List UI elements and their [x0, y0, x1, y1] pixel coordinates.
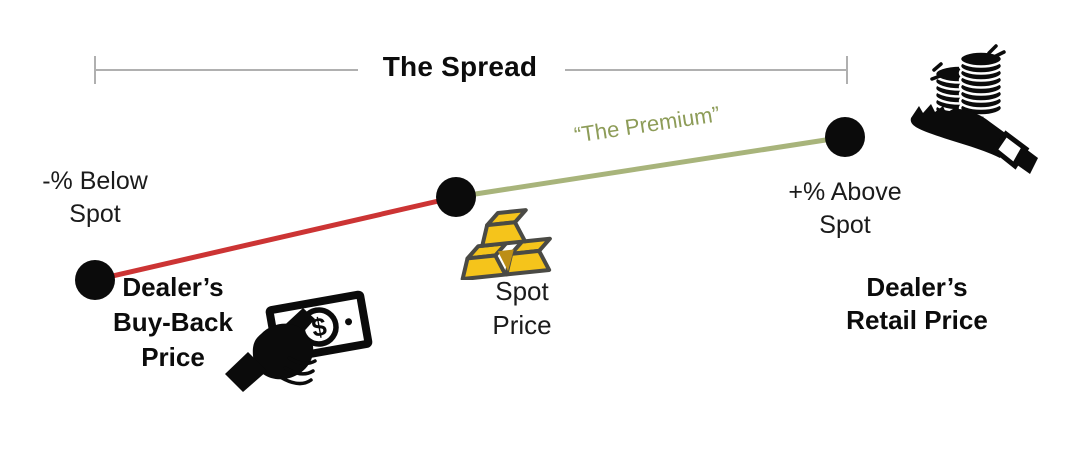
spot-point	[436, 177, 476, 217]
fist-shape	[252, 323, 314, 380]
above-spot-label: +% Above Spot	[788, 178, 902, 239]
retail-point	[825, 117, 865, 157]
small-coin-stack	[958, 50, 1004, 117]
bracket-right-line	[565, 69, 847, 71]
coins-in-hand-icon	[910, 44, 1038, 174]
spot-to-retail-premium-line	[455, 134, 846, 200]
spot-price-label: Spot Price	[492, 276, 552, 340]
bracket-right-tick	[846, 56, 848, 84]
open-hand-shape	[910, 104, 1012, 158]
buyback-to-spot-line	[94, 194, 457, 283]
cash-in-hand-icon: $	[225, 290, 373, 392]
bracket-left-line	[95, 69, 358, 71]
gold-bars-icon	[460, 208, 552, 280]
sparkle-marks	[930, 44, 1006, 81]
sleeve-shape	[225, 352, 267, 392]
sleeve-tip-shape	[1013, 146, 1038, 174]
buyback-point	[75, 260, 115, 300]
buyback-price-label: Dealer’s Buy-Back Price	[113, 272, 233, 372]
retail-price-label: Dealer’s Retail Price	[846, 272, 988, 335]
below-spot-label: -% Below Spot	[42, 167, 148, 228]
finger-curl-lines	[280, 356, 317, 386]
diagram-title: The Spread	[382, 51, 538, 82]
